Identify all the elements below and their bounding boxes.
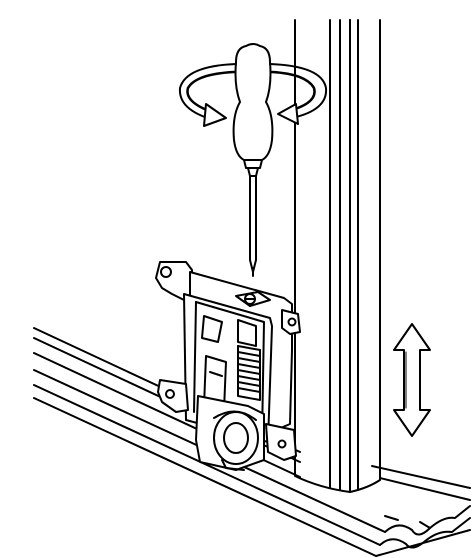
rotate-arrows-icon [178, 63, 328, 127]
bottom-track [33, 327, 471, 557]
door-post [294, 19, 381, 493]
up-down-arrow-icon [393, 323, 431, 437]
roller-bracket [155, 261, 301, 471]
screwdriver-icon [232, 43, 274, 277]
